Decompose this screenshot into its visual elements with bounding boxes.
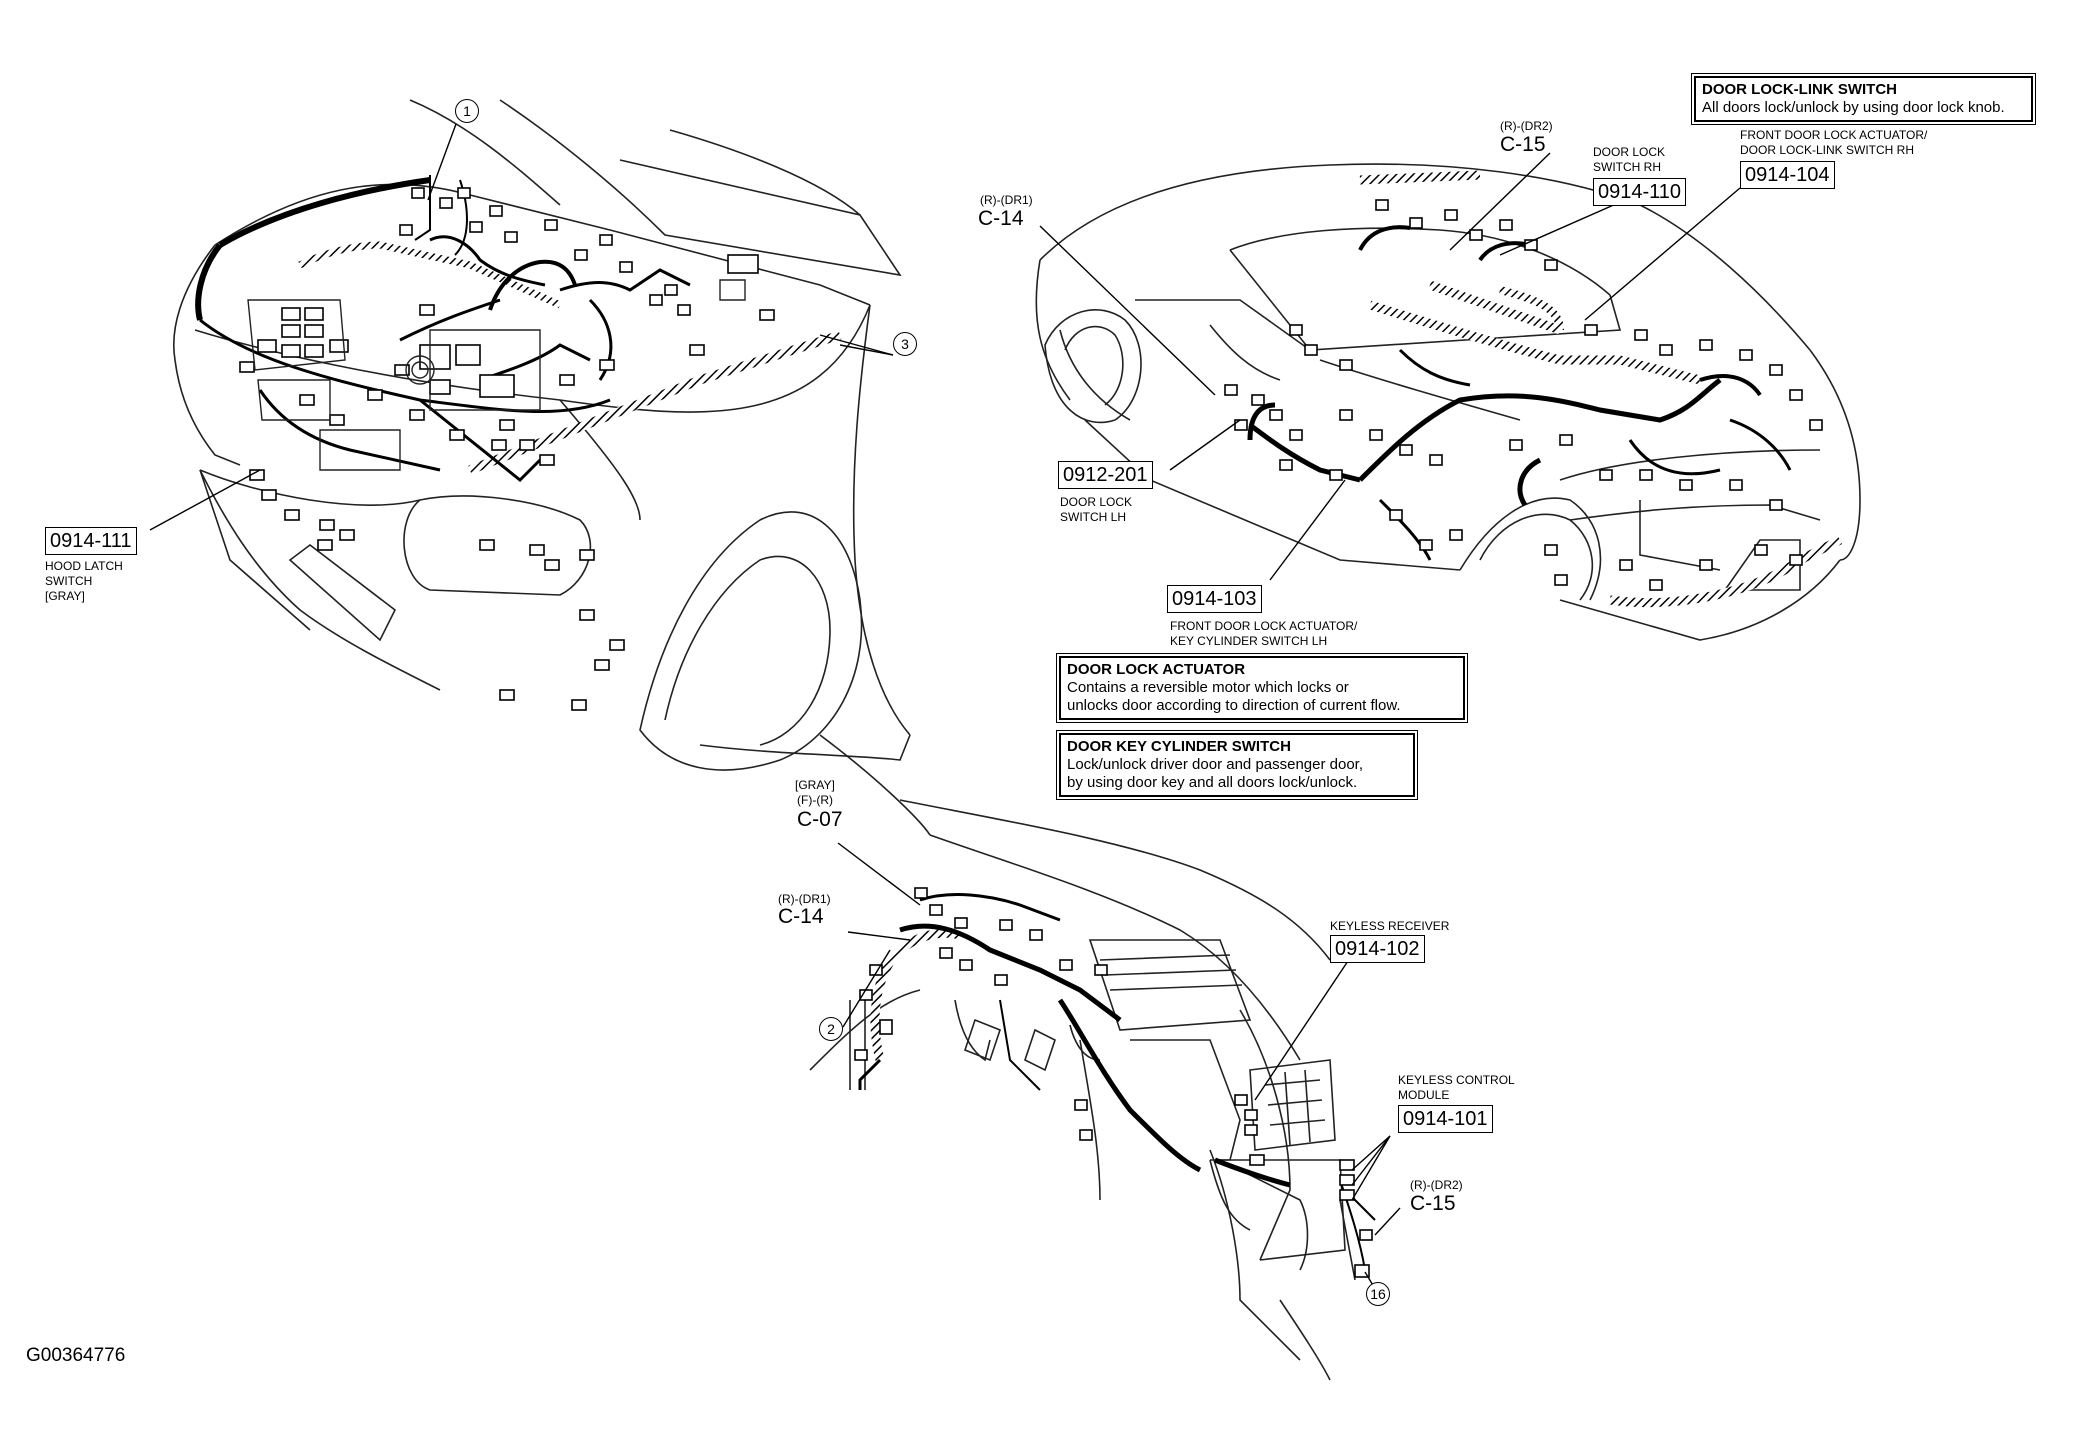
front-door-actuator-rh-label-2: DOOR LOCK-LINK SWITCH RH — [1740, 143, 1915, 157]
rear-car-outline — [1035, 163, 1861, 641]
c15-top-sub: (R)-(DR2) — [1500, 119, 1553, 133]
callout-3: 3 — [893, 332, 917, 356]
keyless-module-label-1: KEYLESS CONTROL — [1398, 1073, 1515, 1087]
note-door-lock-link-switch-text: All doors lock/unlock by using door lock… — [1702, 99, 2005, 116]
front-door-actuator-lh-label-1: FRONT DOOR LOCK ACTUATOR/ — [1170, 619, 1358, 633]
callout-2: 2 — [819, 1017, 843, 1041]
callout-1: 1 — [455, 99, 479, 123]
front-door-actuator-lh-code: 0914-103 — [1167, 585, 1262, 613]
callout-16: 16 — [1366, 1282, 1390, 1306]
hood-latch-label-2: SWITCH — [45, 574, 93, 588]
keyless-module-label-2: MODULE — [1398, 1088, 1450, 1102]
note-door-key-cylinder-switch-title: DOOR KEY CYLINDER SWITCH — [1067, 738, 1291, 755]
note-door-key-cylinder-switch: DOOR KEY CYLINDER SWITCH Lock/unlock dri… — [1056, 730, 1418, 800]
note-door-lock-actuator-title: DOOR LOCK ACTUATOR — [1067, 661, 1246, 678]
c07-label-2: (F)-(R) — [797, 793, 833, 807]
c07-label-1: [GRAY] — [795, 778, 835, 792]
note-door-lock-actuator-line-2: unlocks door according to direction of c… — [1067, 697, 1401, 714]
hood-latch-code: 0914-111 — [45, 527, 137, 555]
c14-bottom-sub: (R)-(DR1) — [778, 892, 831, 906]
front-door-actuator-rh-code: 0914-104 — [1740, 161, 1835, 189]
interior-harness — [858, 893, 1376, 1271]
note-door-lock-link-switch: DOOR LOCK-LINK SWITCH All doors lock/unl… — [1691, 73, 2036, 125]
figure-id: G00364776 — [26, 1345, 126, 1366]
door-lock-switch-lh-label-2: SWITCH LH — [1060, 510, 1126, 524]
door-lock-switch-rh-code: 0914-110 — [1593, 178, 1687, 206]
hood-latch-label-1: HOOD LATCH — [45, 559, 123, 573]
keyless-module-code: 0914-101 — [1398, 1105, 1493, 1133]
note-door-key-cylinder-switch-line-1: Lock/unlock driver door and passenger do… — [1067, 756, 1364, 773]
front-door-actuator-lh-label-2: KEY CYLINDER SWITCH LH — [1170, 634, 1328, 648]
interior-dash-outline — [809, 734, 1356, 1381]
note-door-key-cylinder-switch-line-2: by using door key and all doors lock/unl… — [1067, 774, 1358, 791]
front-door-actuator-rh-label-1: FRONT DOOR LOCK ACTUATOR/ — [1740, 128, 1928, 142]
c14-top-sub: (R)-(DR1) — [980, 193, 1033, 207]
hood-latch-label-3: [GRAY] — [45, 589, 85, 603]
keyless-receiver-label: KEYLESS RECEIVER — [1330, 919, 1450, 933]
c07-code: C-07 — [797, 808, 843, 831]
c15-bottom-code: C-15 — [1410, 1192, 1456, 1215]
door-lock-switch-lh-label-1: DOOR LOCK — [1060, 495, 1133, 509]
c14-bottom-code: C-14 — [778, 905, 824, 928]
door-lock-switch-lh-code: 0912-201 — [1058, 461, 1153, 489]
engine-bay-modules — [247, 279, 746, 471]
note-door-lock-actuator-line-1: Contains a reversible motor which locks … — [1067, 679, 1349, 696]
note-door-lock-link-switch-title: DOOR LOCK-LINK SWITCH — [1702, 81, 1897, 98]
rear-body-connectors — [1224, 199, 1823, 591]
keyless-receiver-code: 0914-102 — [1330, 935, 1425, 963]
rear-body-harness — [1247, 170, 1843, 608]
door-lock-switch-rh-label-1: DOOR LOCK — [1593, 145, 1666, 159]
c15-top-code: C-15 — [1500, 133, 1546, 156]
front-car-outline — [172, 99, 911, 771]
note-door-lock-actuator: DOOR LOCK ACTUATOR Contains a reversible… — [1056, 653, 1468, 723]
c14-top-code: C-14 — [978, 207, 1024, 230]
door-lock-switch-rh-label-2: SWITCH RH — [1593, 160, 1661, 174]
c15-bottom-sub: (R)-(DR2) — [1410, 1178, 1463, 1192]
leader-lines — [149, 123, 1741, 1293]
interior-connectors — [854, 887, 1388, 1301]
